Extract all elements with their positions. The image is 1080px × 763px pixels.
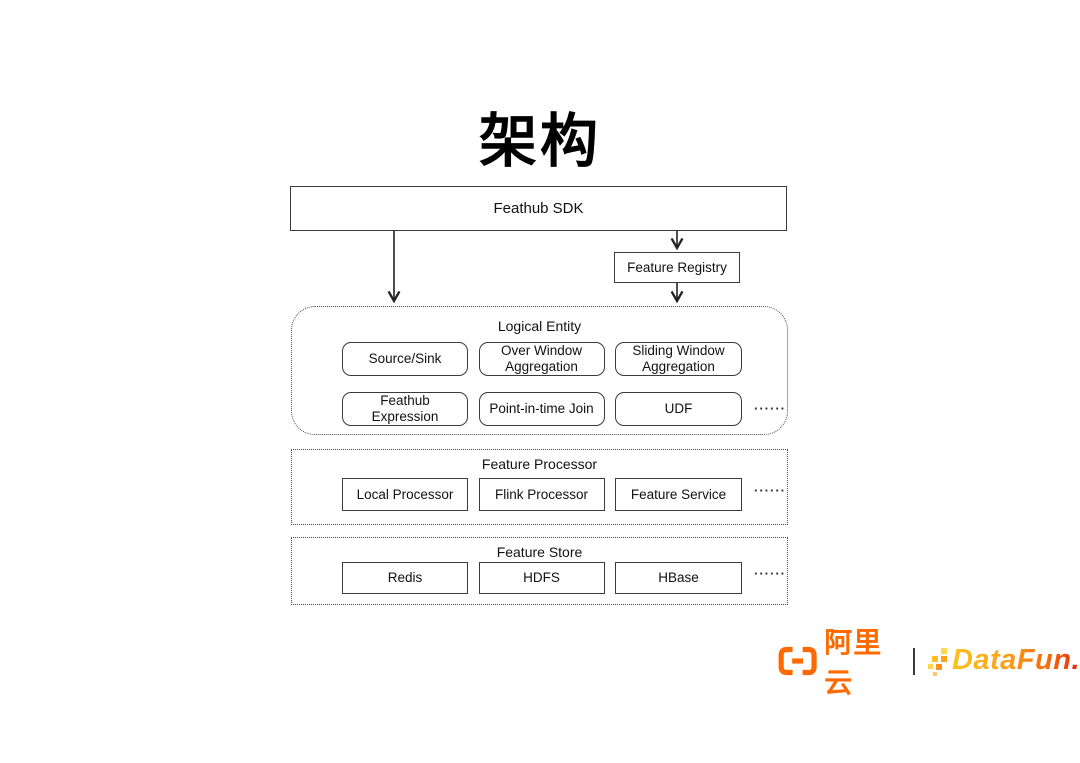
box-label: Sliding Window Aggregation — [632, 343, 725, 374]
box-feathub-expression: Feathub Expression — [342, 392, 468, 426]
box-local-processor: Local Processor — [342, 478, 468, 511]
logical-entity-group: Logical Entity Source/Sink Over Window A… — [291, 306, 788, 435]
page-title: 架构 — [478, 109, 601, 174]
feature-store-label: Feature Store — [496, 544, 583, 560]
feature-registry-box: Feature Registry — [614, 252, 740, 283]
logo-separator — [912, 647, 915, 675]
feathub-sdk-box: Feathub SDK — [290, 186, 787, 231]
box-source-sink: Source/Sink — [342, 342, 468, 376]
feature-processor-group: Feature Processor Local Processor Flink … — [291, 449, 788, 525]
box-label: Local Processor — [356, 486, 454, 502]
ellipsis-store: ······ — [754, 566, 786, 581]
feature-processor-label: Feature Processor — [481, 456, 598, 472]
box-label: HDFS — [523, 570, 560, 586]
box-label: Point-in-time Join — [489, 401, 594, 417]
box-label: Feature Service — [630, 486, 727, 502]
feature-registry-label: Feature Registry — [627, 259, 727, 275]
datafun-logo: DataFun. — [927, 644, 1080, 678]
box-point-in-time-join: Point-in-time Join — [478, 392, 605, 426]
box-over-window-aggregation: Over Window Aggregation — [478, 342, 605, 376]
datafun-wordmark: DataFun. — [951, 644, 1080, 676]
box-label: Over Window Aggregation — [500, 343, 583, 374]
alibaba-cloud-logo: 阿里云 — [778, 621, 897, 701]
ellipsis-logical: ······ — [754, 401, 786, 416]
box-label: HBase — [658, 570, 699, 586]
box-hbase: HBase — [615, 562, 742, 594]
feature-store-group: Feature Store Redis HDFS HBase ······ — [291, 537, 788, 605]
box-label: Flink Processor — [494, 486, 589, 502]
feathub-sdk-label: Feathub SDK — [493, 199, 584, 217]
box-sliding-window-aggregation: Sliding Window Aggregation — [615, 342, 742, 376]
alibaba-bracket-icon — [778, 646, 817, 676]
box-label: UDF — [664, 401, 693, 417]
box-label: Source/Sink — [368, 351, 442, 367]
box-hdfs: HDFS — [478, 562, 605, 594]
alibaba-cloud-wordmark: 阿里云 — [824, 627, 883, 698]
ellipsis-processor: ······ — [754, 483, 786, 498]
logical-entity-label: Logical Entity — [497, 318, 582, 334]
box-label: Feathub Expression — [371, 393, 439, 424]
datafun-mosaic-icon — [927, 648, 947, 676]
box-feature-service: Feature Service — [615, 478, 742, 511]
box-redis: Redis — [342, 562, 468, 594]
box-flink-processor: Flink Processor — [478, 478, 605, 511]
footer-logos: 阿里云 DataFun. — [778, 627, 1080, 698]
box-label: Redis — [387, 570, 423, 586]
box-udf: UDF — [615, 392, 742, 426]
